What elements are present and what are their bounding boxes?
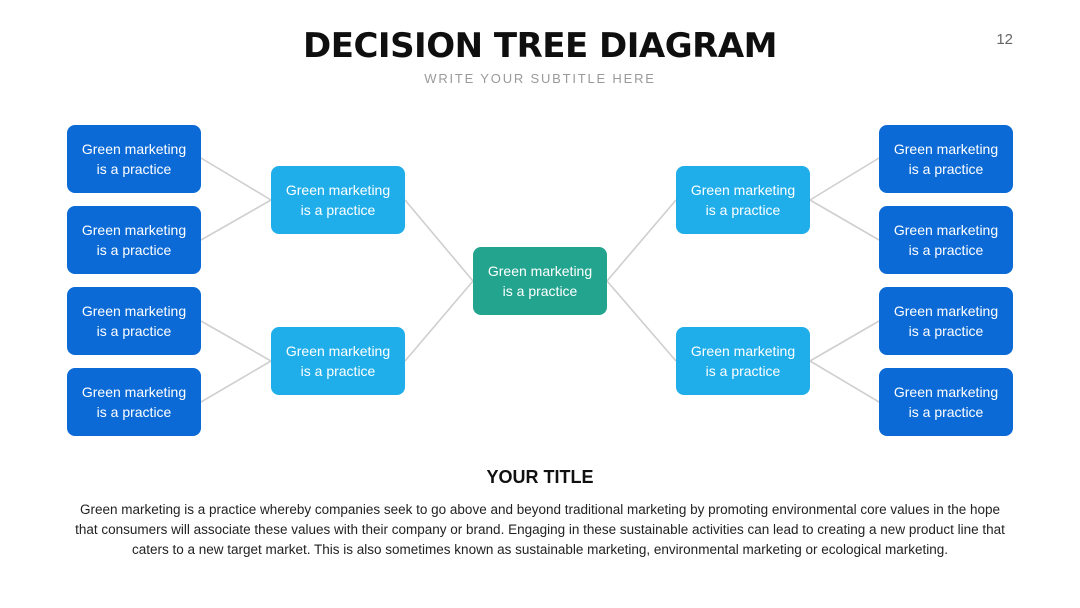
node-label: Green marketing is a practice <box>893 141 999 177</box>
left-branch-node: Green marketing is a practice <box>271 327 405 395</box>
node-label: Green marketing is a practice <box>690 343 796 379</box>
connector-line <box>606 280 677 362</box>
node-label: Green marketing is a practice <box>893 222 999 258</box>
right-leaf-node: Green marketing is a practice <box>879 125 1013 193</box>
connector-line <box>404 199 474 282</box>
connector-line <box>809 360 880 403</box>
right-leaf-node: Green marketing is a practice <box>879 368 1013 436</box>
right-branch-node: Green marketing is a practice <box>676 166 810 234</box>
connector-line <box>809 320 880 362</box>
connector-line <box>200 199 272 241</box>
right-branch-node: Green marketing is a practice <box>676 327 810 395</box>
node-label: Green marketing is a practice <box>487 263 593 299</box>
connector-line <box>606 199 677 282</box>
left-leaf-node: Green marketing is a practice <box>67 287 201 355</box>
connector-line <box>809 157 880 201</box>
section-title: YOUR TITLE <box>486 467 594 487</box>
slide-title: DECISION TREE DIAGRAM <box>303 26 777 66</box>
left-leaf-node: Green marketing is a practice <box>67 206 201 274</box>
page-number: 12 <box>996 31 1013 48</box>
connector-line <box>200 320 272 362</box>
right-leaf-node: Green marketing is a practice <box>879 287 1013 355</box>
node-label: Green marketing is a practice <box>285 343 391 379</box>
node-label: Green marketing is a practice <box>893 303 999 339</box>
node-label: Green marketing is a practice <box>893 384 999 420</box>
connector-line <box>809 199 880 241</box>
node-label: Green marketing is a practice <box>81 303 187 339</box>
node-label: Green marketing is a practice <box>81 141 187 177</box>
connector-line <box>200 360 272 403</box>
node-label: Green marketing is a practice <box>690 182 796 218</box>
node-label: Green marketing is a practice <box>81 222 187 258</box>
root-node: Green marketing is a practice <box>473 247 607 315</box>
body-paragraph: Green marketing is a practice whereby co… <box>75 502 1005 557</box>
node-label: Green marketing is a practice <box>81 384 187 420</box>
connector-line <box>404 280 474 362</box>
node-label: Green marketing is a practice <box>285 182 391 218</box>
connector-line <box>200 157 272 201</box>
left-leaf-node: Green marketing is a practice <box>67 125 201 193</box>
right-leaf-node: Green marketing is a practice <box>879 206 1013 274</box>
slide-subtitle: WRITE YOUR SUBTITLE HERE <box>424 71 656 86</box>
left-branch-node: Green marketing is a practice <box>271 166 405 234</box>
left-leaf-node: Green marketing is a practice <box>67 368 201 436</box>
